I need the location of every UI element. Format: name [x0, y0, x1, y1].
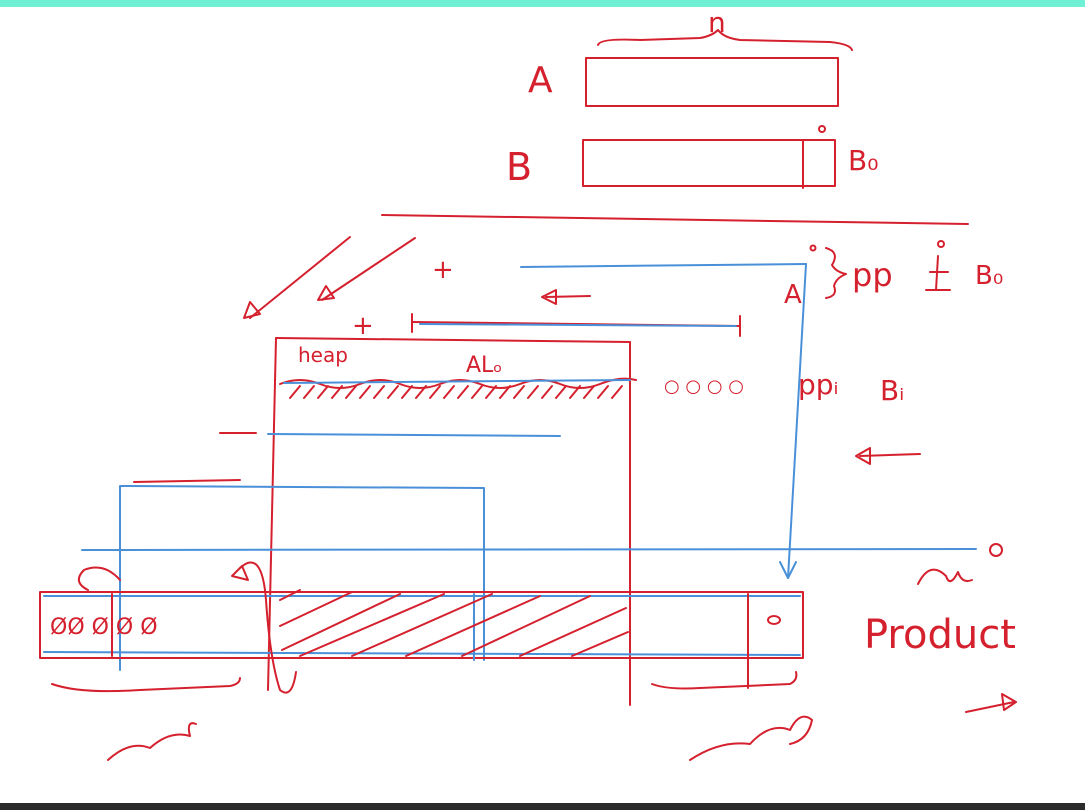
red-short-top [133, 479, 241, 483]
blue-long-line [81, 548, 977, 551]
separator-line [381, 214, 969, 225]
curved-arrow-middle [239, 561, 297, 694]
brace-bottom-left [51, 677, 241, 693]
symbol-top-right-circle [989, 543, 1003, 557]
array-circle [767, 615, 781, 625]
blue-vertical-arrow [787, 263, 807, 579]
array-a [585, 57, 839, 107]
main-array [39, 591, 804, 659]
pp-dot [809, 244, 817, 252]
label-b0: B₀ [848, 144, 878, 177]
label-al0: ALₒ [466, 353, 502, 378]
label-b0-right: B₀ [975, 261, 1003, 291]
label-pp-i: ppᵢ [798, 368, 839, 401]
top-accent-bar [0, 0, 1085, 7]
main-array-blue-bottom [43, 651, 801, 656]
label-product: Product [864, 612, 1016, 658]
diagonal-arrow-1 [249, 236, 351, 319]
label-pp: pp [852, 256, 893, 294]
handwritten-mark-right [689, 715, 813, 761]
arrow-icon [243, 301, 261, 319]
diagonal-arrow-2 [321, 237, 416, 301]
blue-band-line [283, 379, 631, 384]
n-brace [597, 29, 853, 51]
symbol-i-dot [937, 240, 945, 248]
plus-left: + [352, 311, 374, 341]
array-b [582, 139, 836, 187]
plus-top: + [432, 255, 454, 285]
bottom-right-arrow-line [965, 701, 1015, 713]
label-a-small: A [784, 280, 802, 310]
arrow-icon [855, 447, 871, 465]
blue-segment-overlay [419, 323, 737, 327]
label-b-i: Bᵢ [880, 374, 904, 407]
band-hatching [289, 385, 623, 399]
left-arrow-line [545, 295, 591, 298]
label-n: n [708, 7, 726, 39]
arrow-icon [1001, 693, 1017, 711]
phi-symbols: ØØ Ø Ø Ø [50, 615, 158, 640]
arrow-icon [317, 285, 335, 301]
handwritten-diagram: n A B B₀ + + A pp B₀ heap ALₒ [39, 7, 1017, 761]
label-heap-word: heap [298, 343, 348, 367]
curved-arrow-left [77, 566, 121, 591]
label-b: B [506, 145, 532, 189]
whiteboard-canvas: n A B B₀ + + A pp B₀ heap ALₒ [0, 7, 1085, 803]
symbol-i [925, 255, 951, 291]
circle-symbols: ○ ○ ○ ○ [664, 376, 744, 397]
bottom-bar [0, 803, 1085, 810]
red-top-edge [275, 337, 631, 343]
blue-upper-line [520, 263, 807, 268]
arrow-icon [779, 561, 797, 579]
arrow-icon [541, 289, 557, 305]
brace-icon [825, 247, 847, 299]
handwritten-mark-left [107, 722, 197, 761]
arrow-icon [231, 565, 249, 581]
b0-dot [818, 125, 826, 133]
blue-middle-line [267, 433, 561, 437]
blue-bracket [119, 485, 485, 671]
brace-bottom-right [651, 671, 798, 690]
array-hatching [279, 589, 629, 657]
label-a: A [528, 60, 553, 101]
symbol-top-right [917, 568, 973, 585]
